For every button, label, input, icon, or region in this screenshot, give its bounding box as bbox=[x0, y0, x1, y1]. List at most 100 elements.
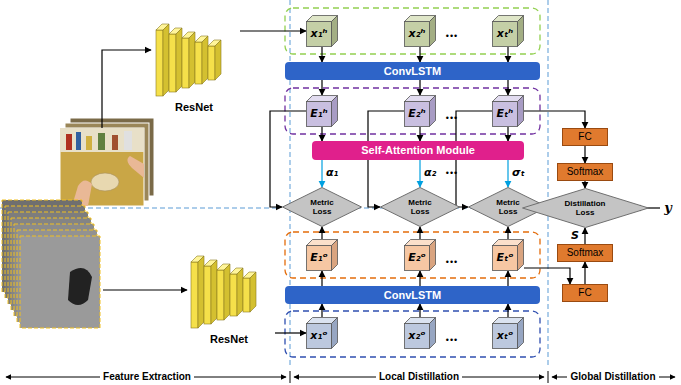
connector bbox=[321, 271, 322, 286]
box-label: FC bbox=[578, 287, 591, 299]
cube-face bbox=[332, 240, 338, 271]
cube-face bbox=[405, 246, 430, 271]
ellipsis: ••• bbox=[446, 31, 458, 41]
text-group: E₁ʰ bbox=[306, 101, 332, 127]
connector bbox=[419, 127, 420, 141]
connector bbox=[419, 47, 420, 62]
feature-cube: E₁ᵒ bbox=[306, 239, 338, 271]
layer-box: FC bbox=[562, 284, 608, 302]
text-group: ResNet bbox=[183, 250, 275, 346]
metric-diamond: Metric Loss bbox=[282, 187, 362, 227]
cube-label: E₂ʰ bbox=[408, 108, 425, 121]
text-group: xₜʰ bbox=[492, 21, 518, 47]
connector bbox=[507, 271, 508, 286]
connector bbox=[419, 80, 420, 95]
ellipsis: ••• bbox=[446, 168, 458, 178]
connector bbox=[584, 262, 585, 284]
connector bbox=[584, 228, 585, 244]
feature-cube: Eₜᵒ bbox=[492, 239, 524, 271]
connector bbox=[270, 111, 306, 207]
feature-cube: x₂ᵒ bbox=[404, 317, 436, 349]
input-arrow bbox=[103, 289, 187, 290]
cube-face bbox=[493, 22, 518, 47]
feature-cube: xₜʰ bbox=[492, 15, 524, 47]
bar-label: ConvLSTM bbox=[384, 65, 441, 78]
cube-face bbox=[332, 16, 338, 47]
bar-label: ConvLSTM bbox=[384, 289, 441, 302]
cube-face bbox=[430, 16, 436, 47]
connector bbox=[321, 80, 322, 95]
section-dividers bbox=[0, 0, 548, 368]
ellipsis: ••• bbox=[446, 113, 458, 123]
cube-face bbox=[307, 246, 332, 271]
convlstm-bar: ConvLSTM bbox=[285, 62, 540, 80]
box-label: Softmax bbox=[567, 166, 604, 178]
stage-axis bbox=[6, 371, 675, 383]
diamond-label: Distillation Loss bbox=[557, 199, 613, 217]
feature-cube: E₂ᵒ bbox=[404, 239, 436, 271]
cube-label: Eₜᵒ bbox=[496, 252, 513, 265]
feature-cube: Eₜʰ bbox=[492, 95, 524, 127]
text-group: ResNet bbox=[148, 18, 240, 114]
connector bbox=[419, 271, 420, 286]
cube-face bbox=[430, 240, 436, 271]
cube-face bbox=[493, 102, 518, 127]
cube-face bbox=[332, 96, 338, 127]
connector bbox=[321, 127, 322, 141]
connector bbox=[321, 227, 322, 239]
text-group: E₂ᵒ bbox=[404, 245, 430, 271]
edge-label: α₁ bbox=[326, 167, 338, 180]
stage-label: Global Distillation bbox=[567, 371, 658, 383]
cube-label: xₜᵒ bbox=[497, 330, 514, 343]
text-group: E₁ᵒ bbox=[306, 245, 332, 271]
layer-box: Softmax bbox=[557, 163, 613, 181]
diamond-outline bbox=[381, 188, 460, 227]
text-group: Self-Attention Module bbox=[312, 141, 524, 160]
text-group: Metric Loss bbox=[282, 187, 362, 227]
block-label: ResNet bbox=[175, 101, 213, 114]
connector bbox=[507, 160, 508, 187]
connector bbox=[240, 30, 306, 31]
connector bbox=[419, 160, 420, 187]
feature-cube: x₂ʰ bbox=[404, 15, 436, 47]
edge-label: α₂ bbox=[424, 167, 436, 180]
cube-face bbox=[493, 324, 518, 349]
ellipsis: ••• bbox=[446, 257, 458, 267]
connector bbox=[321, 304, 322, 317]
flow-video-frames bbox=[2, 200, 100, 328]
cube-face bbox=[307, 102, 332, 127]
cube-label: E₁ᵒ bbox=[310, 252, 328, 265]
connector bbox=[275, 332, 306, 333]
ellipsis: ••• bbox=[446, 335, 458, 345]
cube-face bbox=[405, 324, 430, 349]
cube-face bbox=[518, 16, 524, 47]
cube-face bbox=[430, 96, 436, 127]
connector bbox=[507, 304, 508, 317]
feature-cube: E₂ʰ bbox=[404, 95, 436, 127]
layer-box: Softmax bbox=[557, 244, 613, 262]
connector bbox=[321, 160, 322, 187]
connector bbox=[419, 304, 420, 317]
text-group: xₜᵒ bbox=[492, 323, 518, 349]
box-label: Softmax bbox=[567, 247, 604, 259]
cube-label: E₁ʰ bbox=[310, 108, 327, 121]
connector bbox=[584, 146, 585, 163]
text-group: ConvLSTM bbox=[285, 62, 540, 80]
text-group: x₁ᵒ bbox=[306, 323, 332, 349]
edge-label: S bbox=[571, 230, 579, 243]
resnet-icon bbox=[156, 24, 221, 96]
connector bbox=[419, 227, 420, 239]
resnet-block: ResNet bbox=[183, 250, 275, 346]
feature-cube: x₁ᵒ bbox=[306, 317, 338, 349]
feature-cube: E₁ʰ bbox=[306, 95, 338, 127]
bar-label: Self-Attention Module bbox=[361, 144, 475, 157]
cube-face bbox=[430, 318, 436, 349]
attention-bar: Self-Attention Module bbox=[312, 141, 524, 160]
cube-label: x₂ʰ bbox=[409, 28, 426, 41]
text-group: FC bbox=[563, 129, 607, 145]
cube-face bbox=[307, 324, 332, 349]
cube-face bbox=[518, 240, 524, 271]
cube-face bbox=[493, 246, 518, 271]
feature-cube: x₁ʰ bbox=[306, 15, 338, 47]
